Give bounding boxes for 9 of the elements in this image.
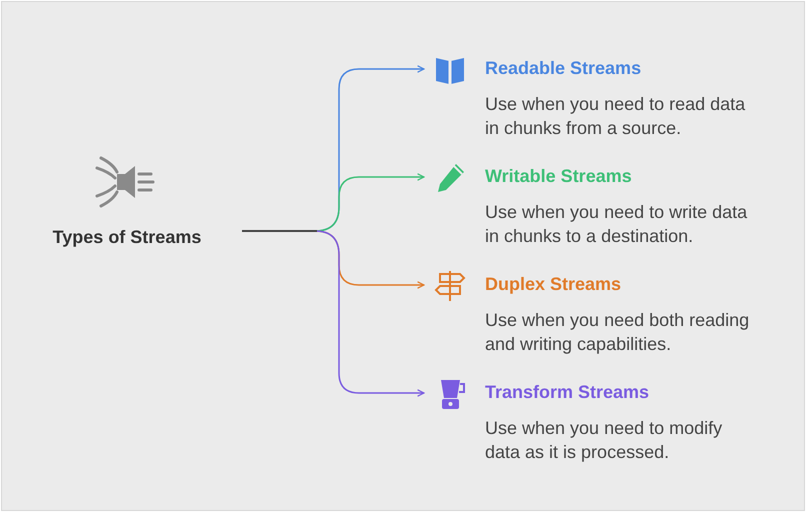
stream-description: Use when you need to modify data as it is processed. bbox=[485, 417, 724, 464]
stream-title: Transform Streams bbox=[485, 382, 650, 403]
stream-description: Use when you need both reading and writing capabilities. bbox=[485, 309, 750, 356]
stream-title: Readable Streams bbox=[485, 58, 642, 79]
stream-description: Use when you need to write data in chunks to a destination. bbox=[485, 201, 748, 248]
stream-description: Use when you need to read data in chunks from a source. bbox=[485, 93, 746, 140]
stream-title: Duplex Streams bbox=[485, 274, 622, 295]
topic-title: Types of Streams bbox=[52, 226, 202, 249]
stream-title: Writable Streams bbox=[485, 166, 632, 187]
